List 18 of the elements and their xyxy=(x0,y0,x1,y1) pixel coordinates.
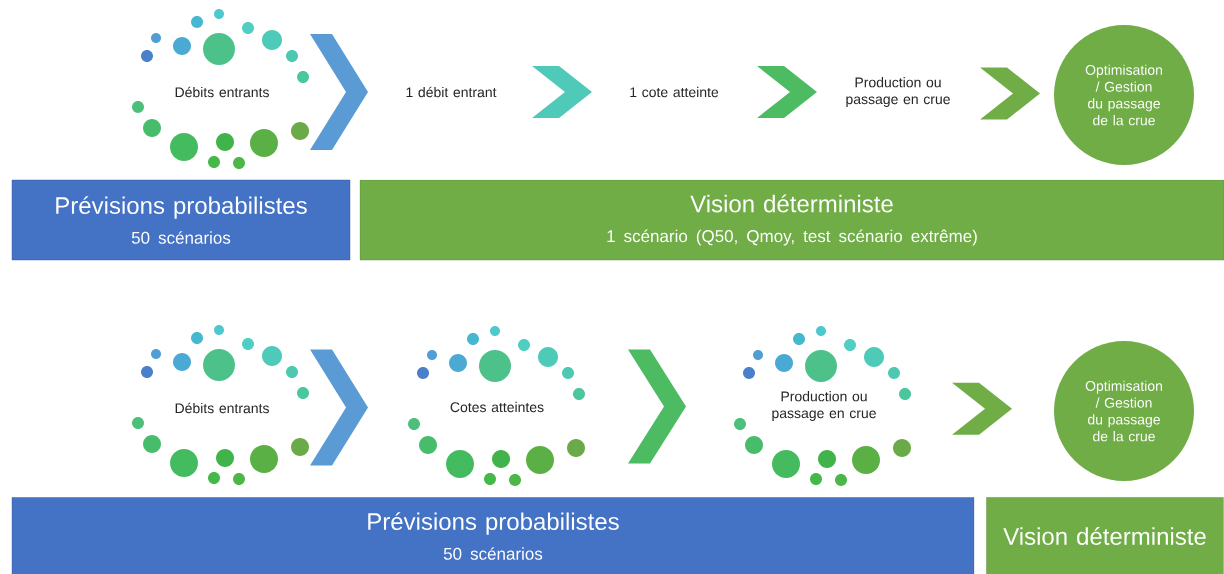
step-label: Débits entrants xyxy=(175,86,269,98)
chevron-arrow xyxy=(310,34,368,150)
step-label: Cotes atteintes xyxy=(450,401,544,413)
step-label: 1 débit entrant xyxy=(406,86,497,98)
chevron-arrow xyxy=(310,349,368,466)
chevron-arrow xyxy=(980,67,1040,120)
step-label: 1 cote atteinte xyxy=(630,86,719,98)
banner: Vision déterministe xyxy=(986,497,1224,574)
banner: Prévisions probabilistes 50 scénarios xyxy=(11,179,351,261)
step-label: Débits entrants xyxy=(175,402,269,414)
chevron-arrow xyxy=(628,349,686,464)
banner: Vision déterministe 1 scénario (Q50, Qmoy, test scénario extrême) xyxy=(359,179,1224,261)
banner: Prévisions probabilistes 50 scénarios xyxy=(11,497,975,574)
chevron-arrow xyxy=(952,382,1012,435)
step-label: Production ou passage en crue xyxy=(846,77,950,107)
chevron-arrow xyxy=(757,66,817,118)
chevron-arrow xyxy=(532,66,592,118)
step-label: Production ou passage en crue xyxy=(772,391,876,421)
